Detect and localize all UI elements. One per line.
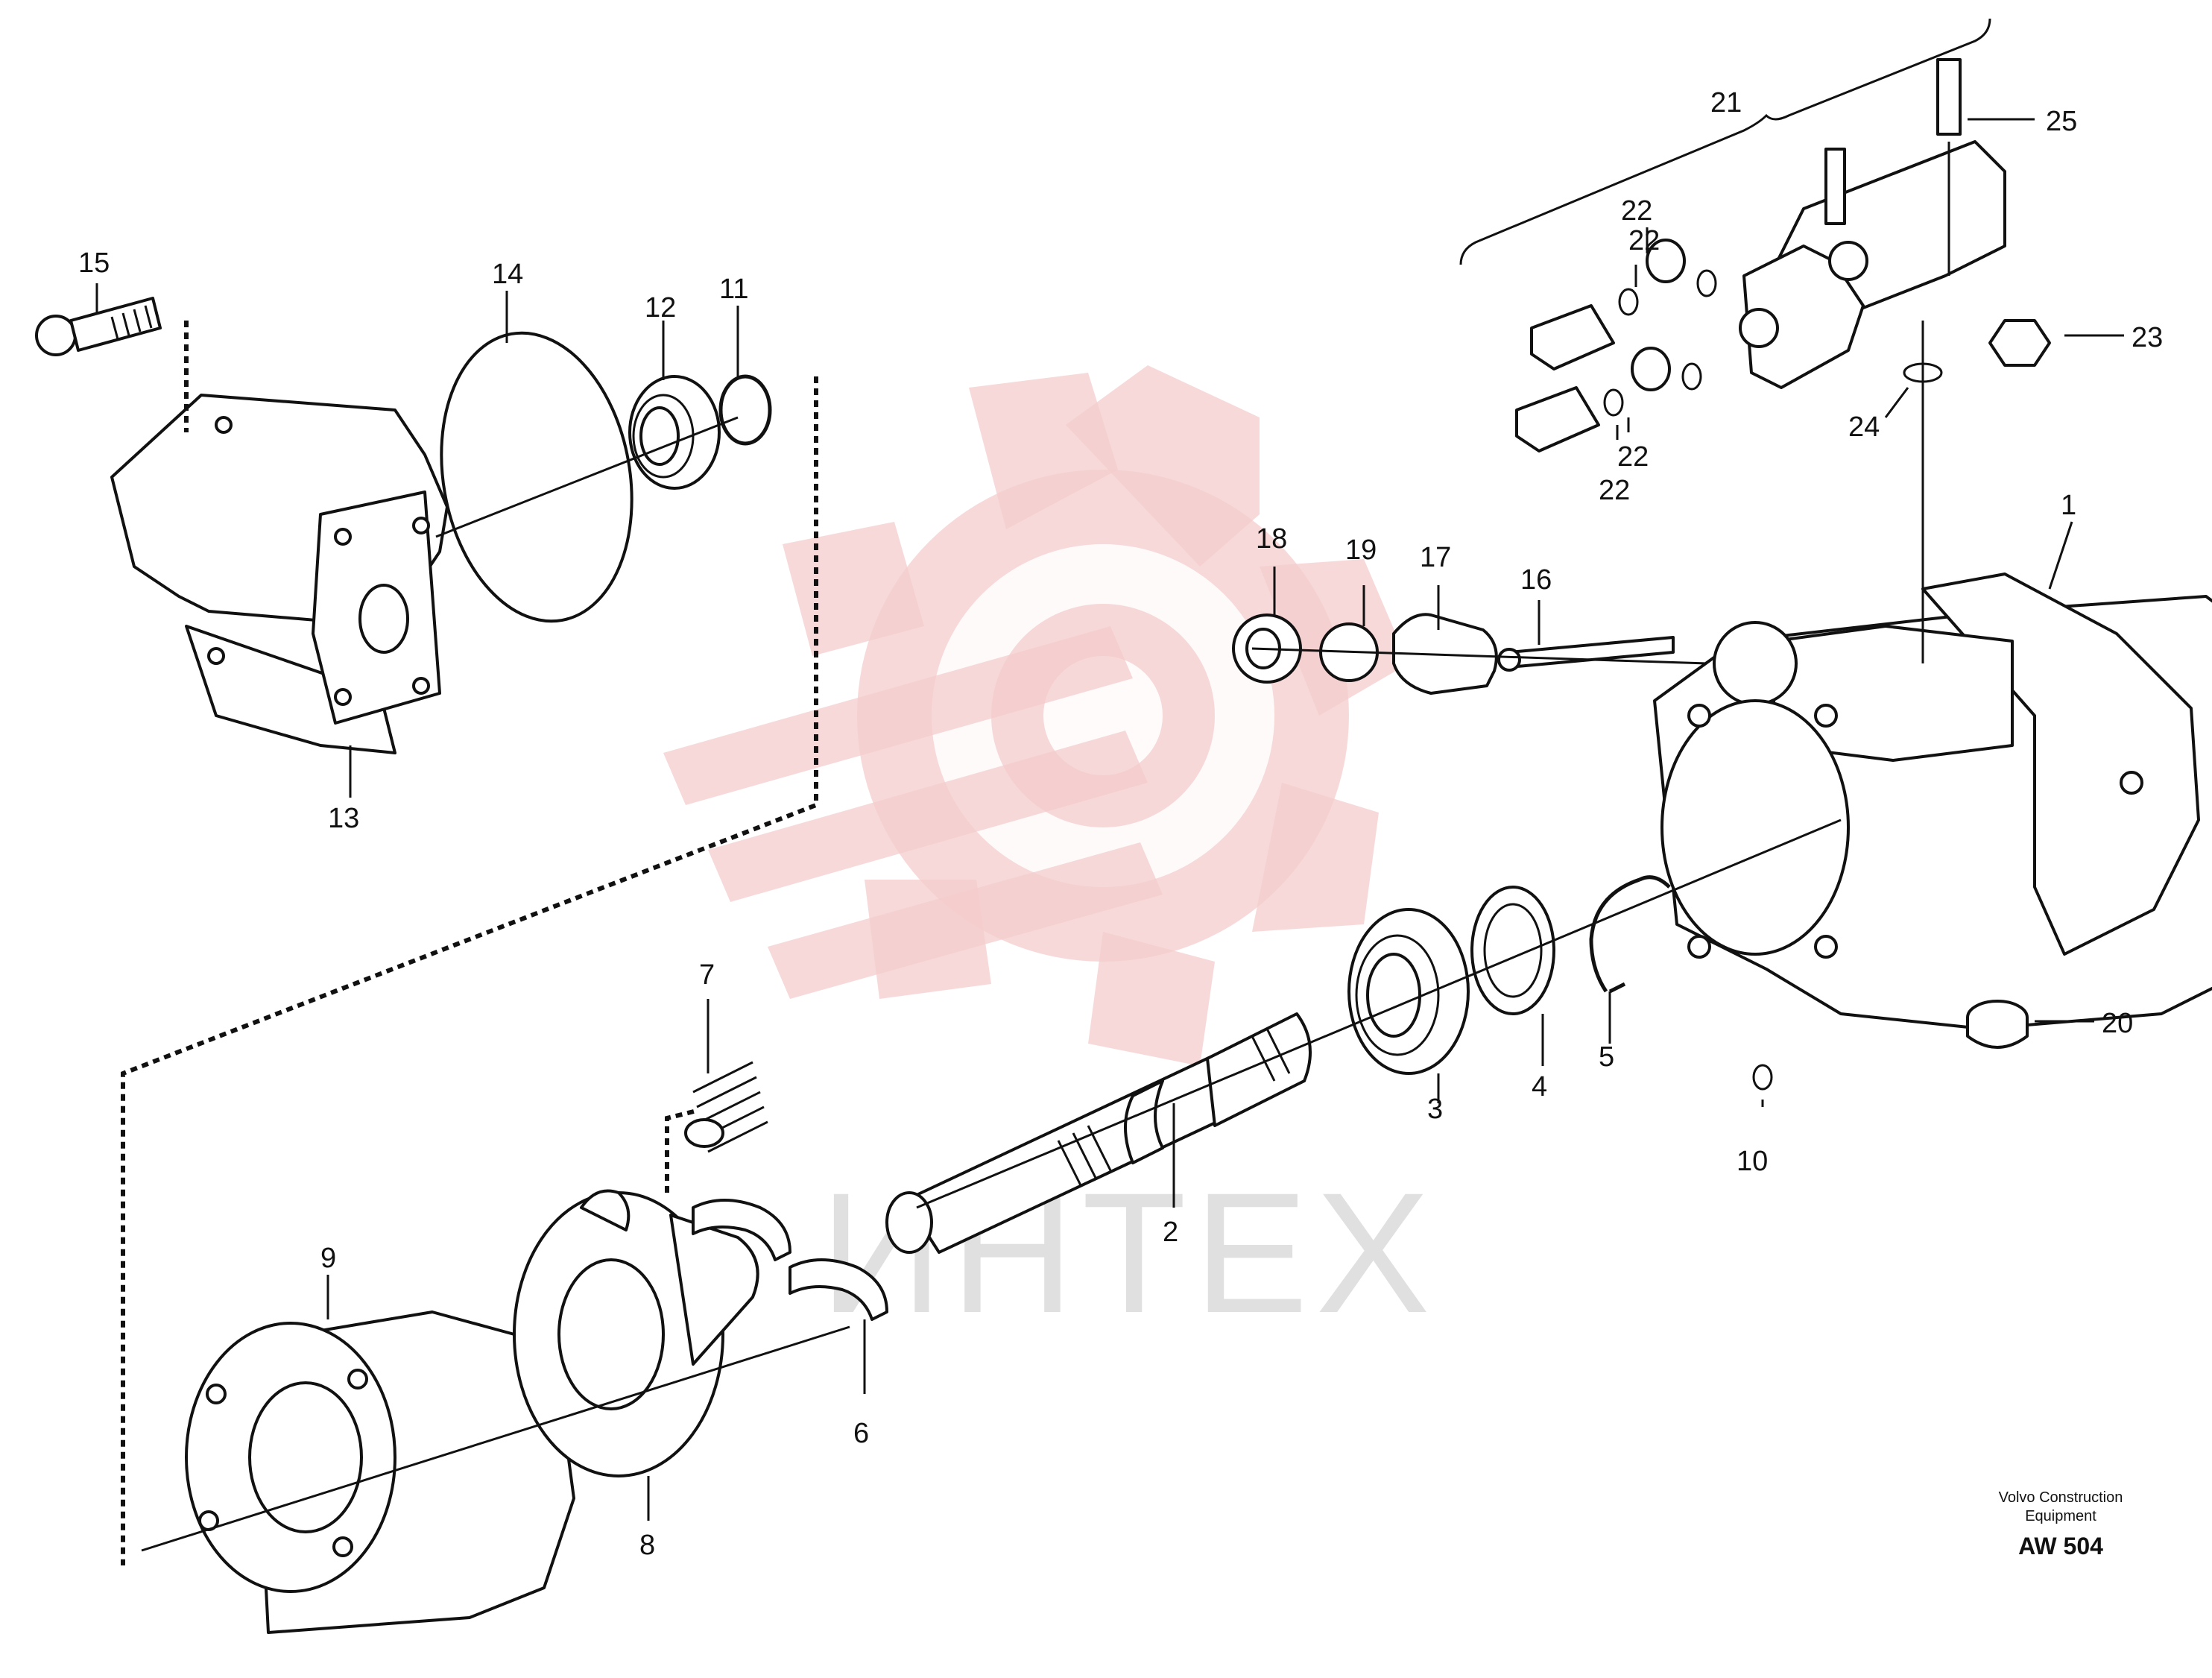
part-1-pump-housing <box>1653 573 2212 1030</box>
label-7: 7 <box>699 959 715 991</box>
label-8: 8 <box>639 1530 655 1561</box>
label-17: 17 <box>1420 542 1451 573</box>
dashed-link-main <box>121 376 818 1565</box>
label-14: 14 <box>492 259 523 290</box>
part-9-cylinder-block <box>185 1310 575 1634</box>
label-25: 25 <box>2046 106 2077 137</box>
label-22c: 22 <box>1617 441 1649 473</box>
label-13: 13 <box>328 803 359 834</box>
label-1: 1 <box>2061 490 2076 521</box>
label-6: 6 <box>853 1418 869 1449</box>
leader-lines <box>95 118 2124 1521</box>
dashed-link-spring <box>665 1108 698 1193</box>
footer-block: Volvo Construction Equipment AW 504 <box>1999 1489 2123 1559</box>
label-19: 19 <box>1345 534 1377 566</box>
axis-front <box>141 1325 850 1552</box>
label-20: 20 <box>2102 1008 2133 1039</box>
part-25-screw <box>1936 58 1962 276</box>
part-5-snap-ring <box>1589 875 1671 994</box>
part-12-bearing <box>628 375 721 490</box>
label-3: 3 <box>1427 1094 1443 1125</box>
brace-21 <box>1459 18 1991 265</box>
label-22b: 22 <box>1621 195 1652 227</box>
axis-piston <box>1251 647 1707 665</box>
label-5: 5 <box>1599 1041 1614 1073</box>
label-22a: 22 <box>1628 225 1660 256</box>
label-11: 11 <box>719 274 748 305</box>
label-22d: 22 <box>1599 475 1630 506</box>
part-14-o-ring <box>440 331 633 623</box>
part-labels: 1 2 3 4 5 6 7 8 9 10 11 12 13 14 15 16 1… <box>78 87 2163 1561</box>
label-16: 16 <box>1520 564 1552 596</box>
watermark-text: ИНТЕХ <box>820 1157 1438 1349</box>
part-11-snap-ring <box>718 374 772 446</box>
label-15: 15 <box>78 247 110 279</box>
part-22-fittings <box>1515 239 1717 452</box>
part-3-bearing <box>1347 908 1470 1075</box>
label-10: 10 <box>1737 1146 1768 1177</box>
part-16-pin <box>1497 636 1675 672</box>
part-21-valve-block <box>1739 140 2006 389</box>
part-15-cap-screw <box>35 297 162 356</box>
part-7-spring <box>684 1061 768 1153</box>
axis-shaft <box>916 819 1842 1209</box>
label-12: 12 <box>645 292 676 324</box>
part-4-seal <box>1470 886 1555 1015</box>
part-8-swash-plate <box>513 1189 759 1477</box>
label-9: 9 <box>320 1243 336 1274</box>
watermark-gear-logo <box>663 365 1409 1066</box>
part-13-end-cover <box>110 394 449 754</box>
part-10-o-ring <box>1752 1064 1773 1091</box>
label-4: 4 <box>1532 1071 1547 1103</box>
label-21: 21 <box>1710 87 1742 119</box>
drawing-code: AW 504 <box>2018 1533 2103 1559</box>
part-23-plug <box>1988 319 2051 367</box>
axis-rear <box>435 416 739 538</box>
label-2: 2 <box>1163 1217 1178 1248</box>
part-20-plug <box>1966 1000 2029 1049</box>
label-24: 24 <box>1848 411 1880 443</box>
brand-line-2: Equipment <box>2025 1508 2096 1524</box>
part-6-half-bearings <box>692 1199 888 1321</box>
label-18: 18 <box>1256 523 1287 555</box>
label-23: 23 <box>2132 322 2163 353</box>
part-2-drive-shaft <box>885 1012 1312 1254</box>
brand-line-1: Volvo Construction <box>1999 1489 2123 1506</box>
